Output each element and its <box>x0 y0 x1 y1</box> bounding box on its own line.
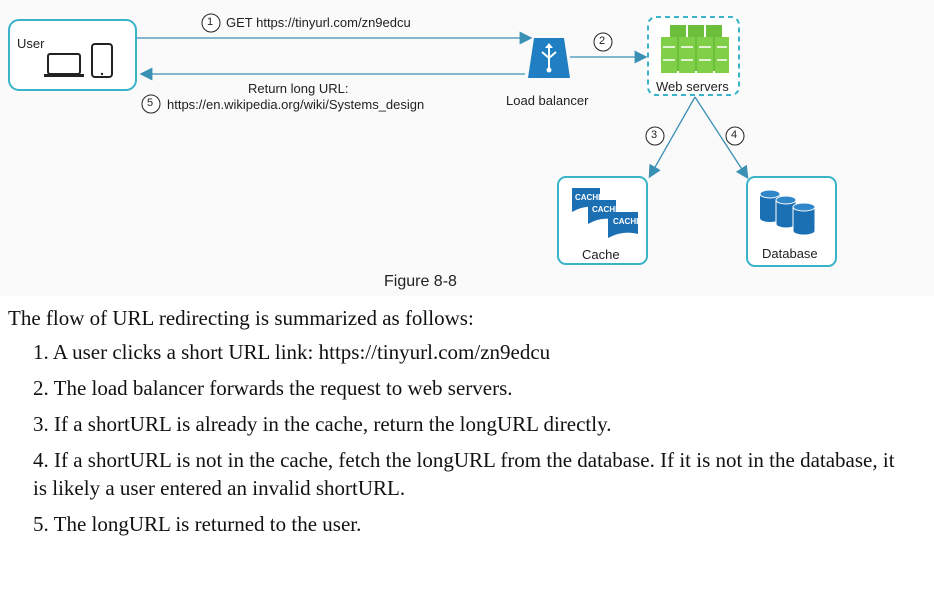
step1-badge <box>201 13 221 33</box>
list-item: 4. If a shortURL is not in the cache, fe… <box>33 448 895 500</box>
tablet-icon <box>91 43 113 78</box>
arrow-step4 <box>694 96 749 180</box>
step3-badge <box>645 126 665 146</box>
server-icon <box>661 25 729 73</box>
laptop-icon <box>44 53 84 77</box>
step5-label-line2: https://en.wikipedia.org/wiki/Systems_de… <box>167 97 425 112</box>
step2-badge <box>593 32 613 52</box>
web-servers-node <box>647 16 740 96</box>
step1-number: 1 <box>207 16 214 28</box>
intro-paragraph: The flow of URL redirecting is summarize… <box>8 306 474 330</box>
step2-number: 2 <box>599 35 606 47</box>
list-item: 3. If a shortURL is already in the cache… <box>33 412 612 436</box>
steps-list: 1. A user clicks a short URL link: https… <box>33 338 913 546</box>
cache-label: Cache <box>582 247 620 262</box>
web-servers-label: Web servers <box>656 79 729 94</box>
figure-caption: Figure 8-8 <box>384 273 457 290</box>
load-balancer-icon <box>528 38 570 78</box>
step4-number: 4 <box>731 129 738 141</box>
step5-number: 5 <box>147 97 154 109</box>
cache-tag-3: CACHE <box>613 217 642 226</box>
url-redirect-diagram: CACHE CACHE CACHE User 1 GET https://tin… <box>0 0 934 296</box>
database-node <box>746 176 837 267</box>
step4-badge <box>725 126 745 146</box>
step3-number: 3 <box>651 129 658 141</box>
database-icon <box>759 189 816 236</box>
list-item: 1. A user clicks a short URL link: https… <box>33 340 551 364</box>
list-item: 2. The load balancer forwards the reques… <box>33 376 513 400</box>
user-label: User <box>17 36 45 51</box>
arrow-step3 <box>648 96 696 179</box>
diagram-canvas: CACHE CACHE CACHE <box>0 0 934 296</box>
cache-tag-1: CACHE <box>575 193 604 202</box>
step5-badge <box>141 94 161 114</box>
load-balancer-label: Load balancer <box>506 93 589 108</box>
step1-label: GET https://tinyurl.com/zn9edcu <box>226 15 411 30</box>
user-node <box>8 19 137 91</box>
database-label: Database <box>762 246 818 261</box>
list-item: 5. The longURL is returned to the user. <box>33 512 362 536</box>
cache-tag-2: CACHE <box>592 205 621 214</box>
step5-label-line1: Return long URL: <box>248 81 349 96</box>
cache-icon <box>572 188 638 238</box>
cache-node <box>557 176 648 265</box>
